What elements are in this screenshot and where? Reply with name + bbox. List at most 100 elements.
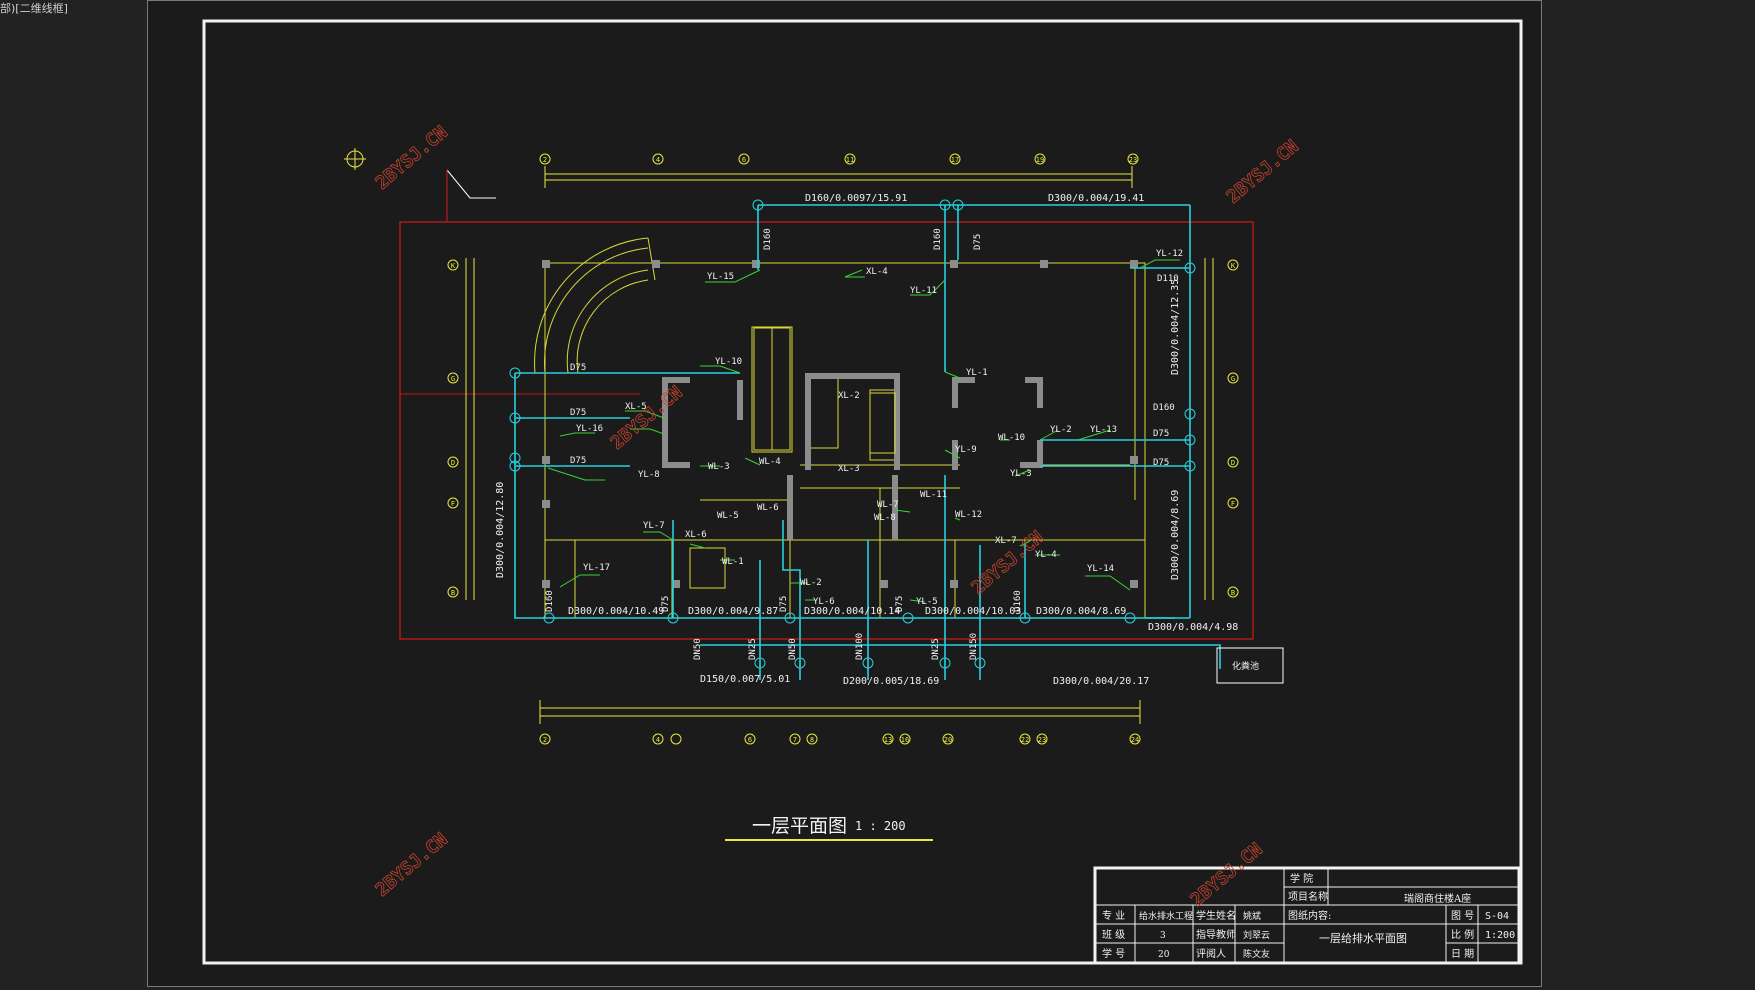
riser-label: YL-3 xyxy=(1010,469,1032,479)
dn-label: D110 xyxy=(1157,274,1179,284)
bottom-pipe-5: D300/0.004/8.69 xyxy=(1036,606,1126,617)
cad-model-space[interactable] xyxy=(147,0,1542,987)
axis-bottom-label: 8 xyxy=(810,736,814,744)
riser-label: XL-7 xyxy=(995,536,1017,546)
outside-pipe-a: D150/0.007/5.01 xyxy=(700,674,790,685)
riser-label: WL-10 xyxy=(998,433,1025,443)
student-label: 学生姓名 xyxy=(1196,909,1236,922)
axis-left-label: F xyxy=(451,500,455,508)
riser-label: WL-8 xyxy=(874,513,896,523)
project-name-label: 项目名称 xyxy=(1288,890,1328,903)
watermark: 2BYSJ.CN xyxy=(372,122,452,194)
riser-label: YL-17 xyxy=(583,563,610,573)
riser-label: WL-12 xyxy=(955,510,982,520)
content-label: 图纸内容: xyxy=(1288,909,1331,922)
riser-label: YL-1 xyxy=(966,368,988,378)
riser-label: WL-1 xyxy=(722,557,744,567)
riser-label: WL-4 xyxy=(759,457,781,467)
dn-label: D160 xyxy=(763,228,773,250)
dn-label: D160 xyxy=(545,590,555,612)
dn-labels: D75 D75 D75 D160 D160 D75 D110 D160 D75 … xyxy=(545,228,1179,612)
axis-bottom-label: 6 xyxy=(748,736,752,744)
axis-bottom-label: 13 xyxy=(884,736,892,744)
dimension-bottom xyxy=(539,700,1141,724)
advisor-label: 指导教师 xyxy=(1196,928,1236,941)
axis-bottom-label: 4 xyxy=(656,736,660,744)
advisor: 刘翠云 xyxy=(1243,929,1270,941)
axis-top-label: 17 xyxy=(951,156,959,164)
riser-leaders xyxy=(547,259,1180,603)
riser-label: XL-5 xyxy=(625,402,647,412)
class-label: 班 级 xyxy=(1102,929,1125,941)
curved-entrance xyxy=(534,237,656,374)
axis-bottom-label: 2 xyxy=(543,736,547,744)
drawing-no: S-04 xyxy=(1485,911,1509,922)
outlet-label: DN50 xyxy=(693,638,703,660)
dn-label: D75 xyxy=(1153,429,1169,439)
sheet-outer-frame xyxy=(202,19,1523,965)
outlet-label: DN100 xyxy=(855,633,865,660)
septic-box-label: 化粪池 xyxy=(1232,660,1259,672)
north-arrow-icon xyxy=(344,148,366,170)
axis-bubbles xyxy=(447,153,1239,745)
axis-right-label: K xyxy=(1231,262,1236,270)
stair xyxy=(753,327,791,451)
dimension-top xyxy=(544,166,1133,188)
axis-top-label: 2 xyxy=(543,156,547,164)
axis-bottom-label: 23 xyxy=(1038,736,1046,744)
outside-pipe-c: D300/0.004/20.17 xyxy=(1053,676,1149,687)
vertical-pipe-right-top: D300/0.004/12.35 xyxy=(1170,279,1181,375)
dn-label: D75 xyxy=(779,596,789,612)
outlet-labels: DN50 DN25 DN50 DN100 DN25 DN150 xyxy=(693,633,979,660)
bottom-pipe-3: D300/0.004/10.14 xyxy=(804,606,900,617)
axis-right-label: F xyxy=(1231,500,1235,508)
axis-bottom-label: 24 xyxy=(1131,736,1139,744)
riser-label: YL-7 xyxy=(643,521,665,531)
top-pipe-left: D160/0.0097/15.91 xyxy=(805,193,907,204)
axis-top-label: 19 xyxy=(1036,156,1044,164)
leader-line xyxy=(446,169,496,199)
watermark: 2BYSJ.CN xyxy=(372,829,452,901)
riser-label: YL-10 xyxy=(715,357,742,367)
dn-label: D75 xyxy=(661,596,671,612)
axis-bottom-label: 22 xyxy=(1021,736,1029,744)
bottom-pipe-1: D300/0.004/10.49 xyxy=(568,606,664,617)
student: 姚斌 xyxy=(1243,910,1261,922)
axis-left-label: K xyxy=(451,262,456,270)
columns xyxy=(542,260,1138,588)
axis-right-label: B xyxy=(1231,589,1235,597)
watermarks: 2BYSJ.CN 2BYSJ.CN 2BYSJ.CN 2BYSJ.CN 2BYS… xyxy=(371,122,1303,912)
riser-label: YL-2 xyxy=(1050,425,1072,435)
axis-bottom-label: 7 xyxy=(793,736,797,744)
window-title: 部)[二维线框] xyxy=(0,2,68,15)
septic-box xyxy=(1216,647,1284,684)
dn-label: D75 xyxy=(973,234,983,250)
title-block-frame xyxy=(1093,866,1521,965)
axis-left-label: D xyxy=(451,459,455,467)
riser-label: XL-4 xyxy=(866,267,888,277)
riser-label: YL-4 xyxy=(1035,550,1057,560)
outlet-label: DN150 xyxy=(969,633,979,660)
axis-top-label: 4 xyxy=(656,156,660,164)
outside-pipe-b: D200/0.005/18.69 xyxy=(843,676,939,687)
riser-label: WL-7 xyxy=(877,500,899,510)
riser-label: WL-11 xyxy=(920,490,947,500)
riser-label: WL-5 xyxy=(717,511,739,521)
project-name: 瑞阁商住楼A座 xyxy=(1404,892,1471,905)
school-label: 学 院 xyxy=(1290,872,1313,885)
dn-label: D160 xyxy=(933,228,943,250)
axis-bottom-label: 16 xyxy=(901,736,909,744)
axis-labels: 2 4 6 11 17 19 23 2 4 6 7 8 13 16 20 22 … xyxy=(451,156,1236,744)
watermark: 2BYSJ.CN xyxy=(1187,839,1267,911)
riser-labels: YL-15 XL-4 YL-11 YL-1 YL-12 YL-10 XL-5 X… xyxy=(576,249,1183,607)
axis-right-label: G xyxy=(1231,375,1235,383)
pipes xyxy=(514,204,1221,680)
dn-label: D75 xyxy=(570,456,586,466)
axis-right-label: D xyxy=(1231,459,1235,467)
vertical-pipe-right-bottom: D300/0.004/8.69 xyxy=(1170,490,1181,580)
dimension-right xyxy=(1204,258,1214,600)
title-block: 学 院 项目名称 瑞阁商住楼A座 专 业 给水排水工程 学生姓名 姚斌 图纸内容… xyxy=(1102,872,1515,960)
outlet-label: DN25 xyxy=(931,638,941,660)
building-outline xyxy=(399,221,1254,640)
drawing-title: 一层平面图 xyxy=(752,815,847,837)
